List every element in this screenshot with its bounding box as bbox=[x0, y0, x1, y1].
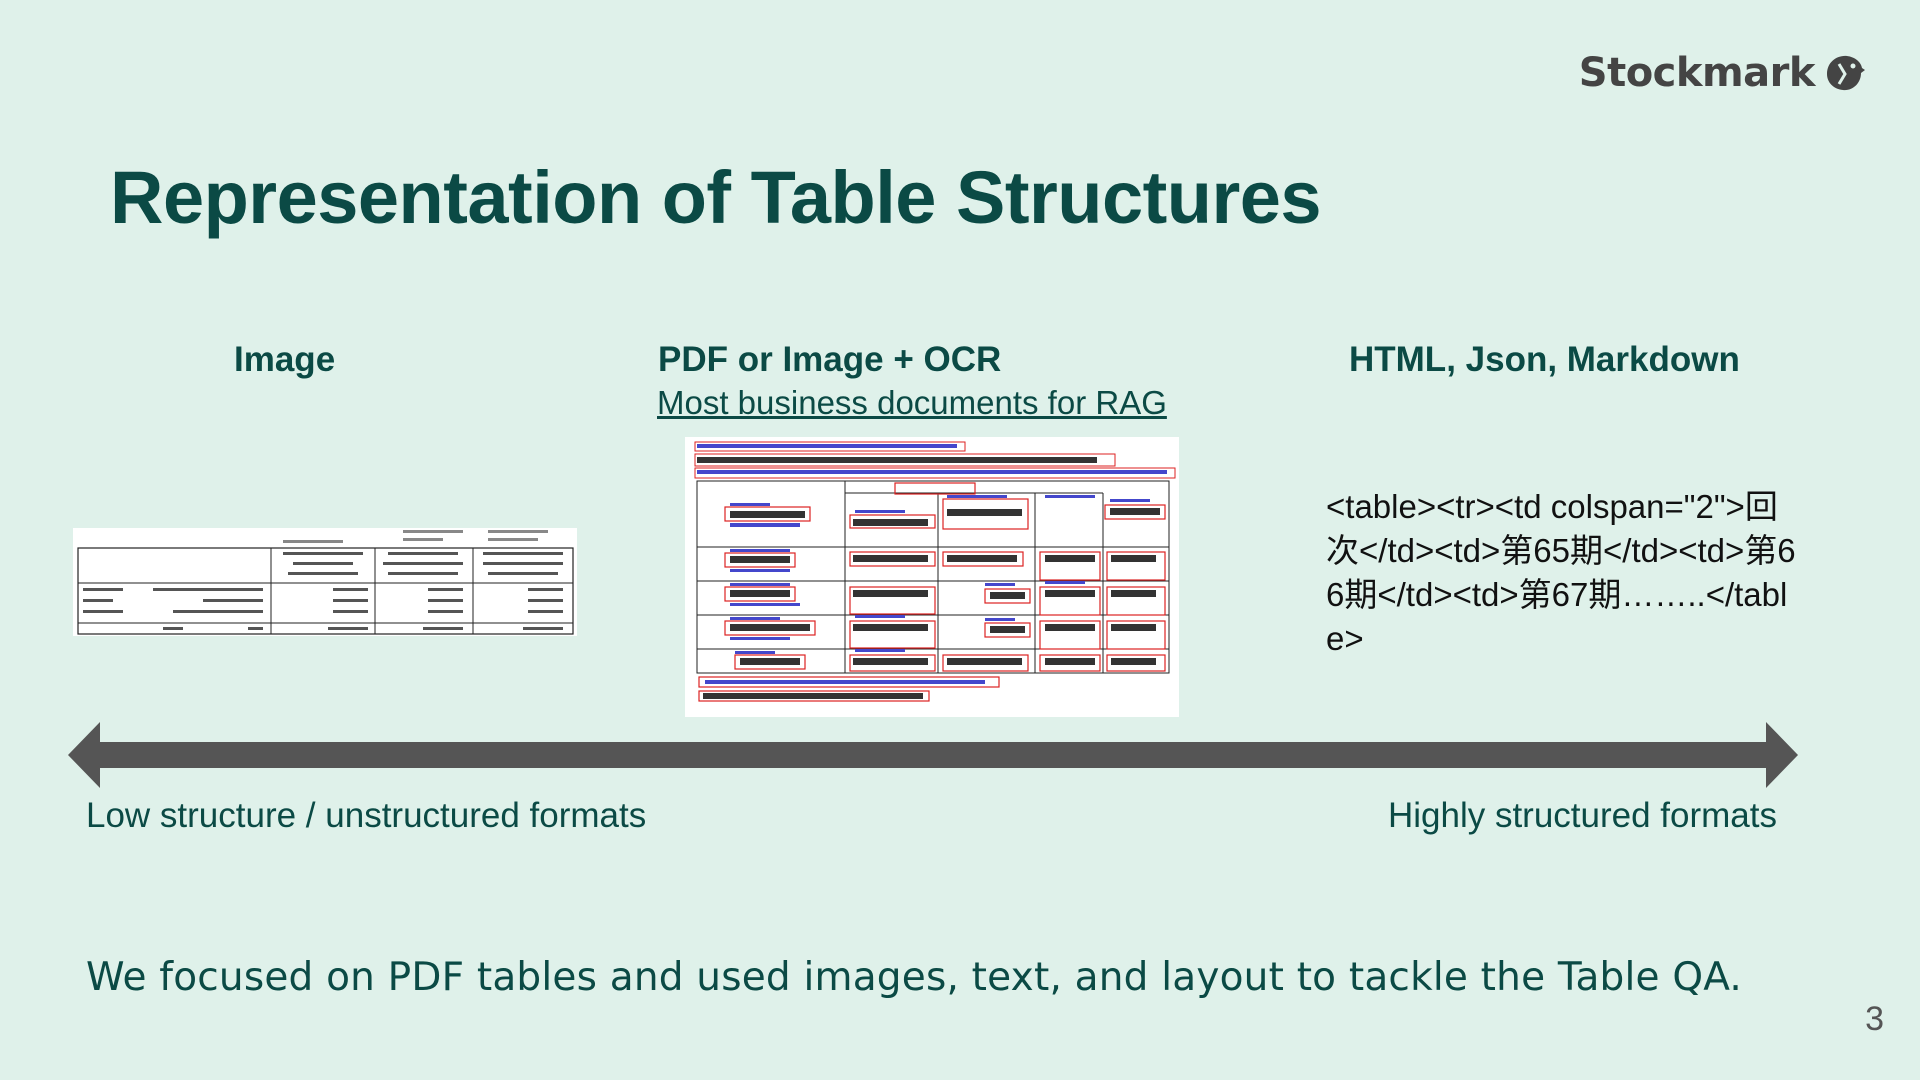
ocr-table-thumbnail bbox=[685, 437, 1179, 717]
axis-label-high-structure: Highly structured formats bbox=[1387, 796, 1777, 835]
slide-takeaway: We focused on PDF tables and used images… bbox=[86, 955, 1743, 1000]
logo-text: Stockmark bbox=[1578, 50, 1816, 96]
column-heading-image: Image bbox=[234, 340, 336, 379]
page-number: 3 bbox=[1865, 1000, 1884, 1038]
html-structure-example: <table><tr><td colspan="2">回次</td><td>第6… bbox=[1326, 488, 1796, 657]
axis-label-low-structure: Low structure / unstructured formats bbox=[86, 796, 647, 835]
column-heading-html-json-markdown: HTML, Json, Markdown bbox=[1349, 340, 1740, 379]
table-image-thumbnail bbox=[73, 528, 577, 636]
logo-bird-icon bbox=[1827, 55, 1865, 91]
rag-documents-link[interactable]: Most business documents for RAG bbox=[657, 384, 1167, 421]
column-heading-pdf-ocr: PDF or Image + OCR bbox=[658, 340, 1002, 379]
structure-spectrum-arrow bbox=[68, 722, 1798, 788]
stockmark-logo: Stockmark bbox=[1579, 50, 1867, 96]
slide-title: Representation of Table Structures bbox=[110, 156, 1322, 239]
